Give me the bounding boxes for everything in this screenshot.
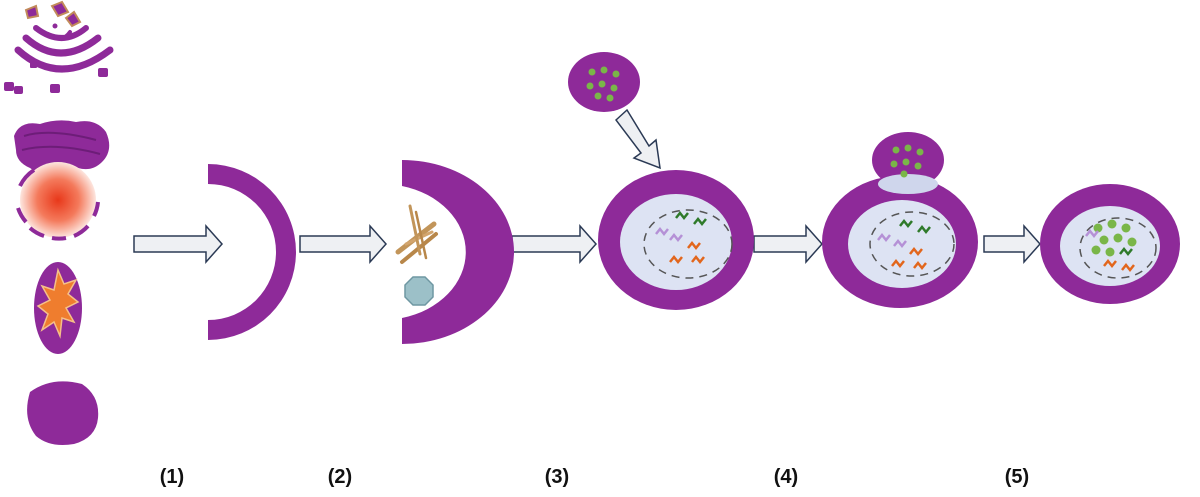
- step-label-1: (1): [159, 466, 185, 488]
- arrow-to-step-3: [511, 224, 598, 264]
- rod-bundle-icon: [395, 204, 438, 264]
- step-label-5: (5): [1004, 466, 1030, 488]
- arrow-to-step-4: [753, 224, 824, 264]
- vesicle-docking-arrow: [614, 108, 661, 170]
- golgi-stack-icon: [4, 0, 114, 94]
- phagophore-crescent: [208, 164, 296, 340]
- step-label-4: (4): [773, 466, 799, 488]
- arrow-to-step-5: [983, 224, 1042, 264]
- step-label-2: (2): [327, 466, 353, 488]
- arrow-to-step-2: [299, 224, 388, 264]
- arrow-to-step-1: [133, 224, 224, 264]
- cargo-vesicle-top: [568, 52, 640, 112]
- autolysosome: [1040, 184, 1180, 304]
- damaged-mitochondria-icon: [14, 120, 110, 241]
- orange-aggregate-icon: [34, 262, 82, 354]
- step-label-3: (3): [544, 466, 570, 488]
- amphisome-fusion: [822, 132, 978, 308]
- purple-blob-icon: [27, 381, 99, 445]
- expanding-phagophore: [402, 160, 514, 344]
- octagon-particle-icon: [404, 276, 434, 306]
- autophagosome: [598, 170, 754, 310]
